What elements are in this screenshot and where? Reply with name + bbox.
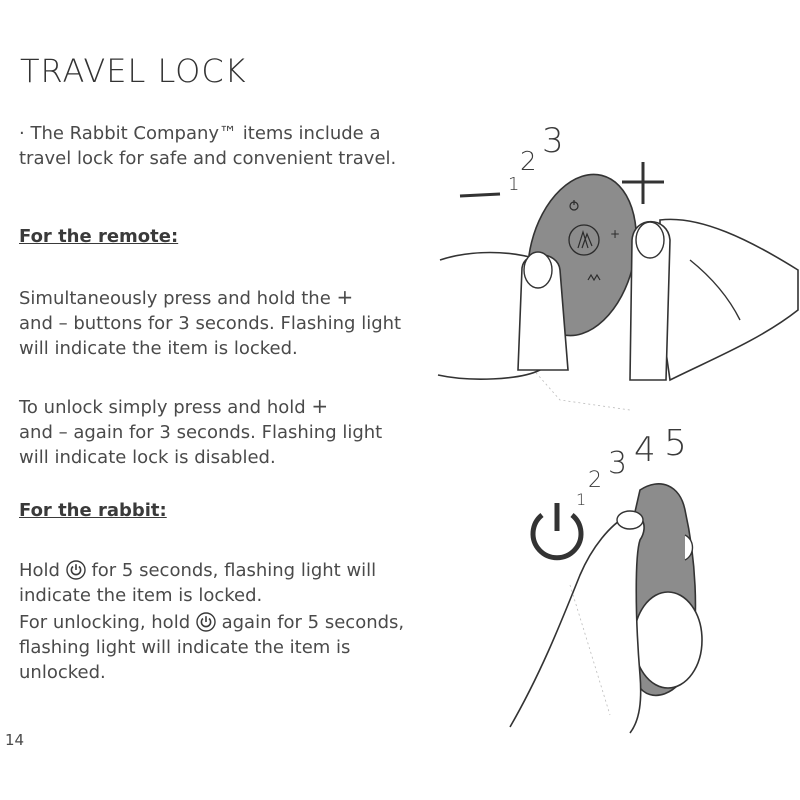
page-number: 14: [5, 731, 25, 749]
count-5: 5: [664, 423, 687, 464]
plus-symbol: +: [311, 394, 329, 418]
remote-unlock-text: To unlock simply press and hold + and – …: [19, 394, 414, 470]
rabbit-unlock-text: For unlocking, hold again for 5 seconds,…: [19, 610, 414, 685]
count-3: 3: [608, 446, 627, 481]
intro-text: · The Rabbit Company™ items include a tr…: [19, 123, 397, 169]
remote-heading: For the remote:: [19, 226, 179, 247]
count-1: 1: [576, 490, 586, 509]
rabbit-unlock-text-b: again for 5 seconds, flashing light will…: [19, 612, 405, 683]
power-icon: [196, 612, 216, 632]
page-title: TRAVEL LOCK: [20, 52, 247, 90]
svg-text:+: +: [610, 227, 620, 241]
rabbit-lock-text-a: Hold: [19, 560, 60, 581]
minus-symbol: –: [58, 313, 68, 334]
remote-lock-text-c: buttons for 3 seconds. Flashing light wi…: [19, 313, 402, 359]
remote-unlock-text-b: and: [19, 422, 53, 443]
rabbit-heading: For the rabbit:: [19, 500, 167, 521]
count-2: 2: [588, 468, 602, 493]
remote-unlock-text-c: again for 3 seconds. Flashing light will…: [19, 422, 383, 468]
count-3: 3: [542, 121, 564, 161]
minus-mark: [459, 192, 501, 198]
count-2: 2: [520, 147, 537, 177]
remote-unlock-text-a: To unlock simply press and hold: [19, 397, 306, 418]
rabbit-unlock-text-a: For unlocking, hold: [19, 612, 191, 633]
power-icon: [66, 560, 86, 580]
plus-symbol: +: [336, 285, 354, 309]
count-4: 4: [634, 430, 656, 470]
power-icon: [530, 503, 584, 561]
remote-lock-text-a: Simultaneously press and hold the: [19, 288, 331, 309]
remote-lock-text: Simultaneously press and hold the + and …: [19, 285, 414, 361]
rabbit-illustration: 1 2 3 4 5: [509, 423, 703, 734]
rabbit-lock-text: Hold for 5 seconds, flashing light will …: [19, 558, 414, 608]
remote-illustration: + 1 2 3: [437, 121, 799, 411]
remote-lock-text-b: and: [19, 313, 53, 334]
minus-symbol: –: [58, 422, 68, 443]
rabbit-lock-text-b: for 5 seconds, flashing light will indic…: [19, 560, 377, 606]
count-1: 1: [508, 174, 519, 195]
